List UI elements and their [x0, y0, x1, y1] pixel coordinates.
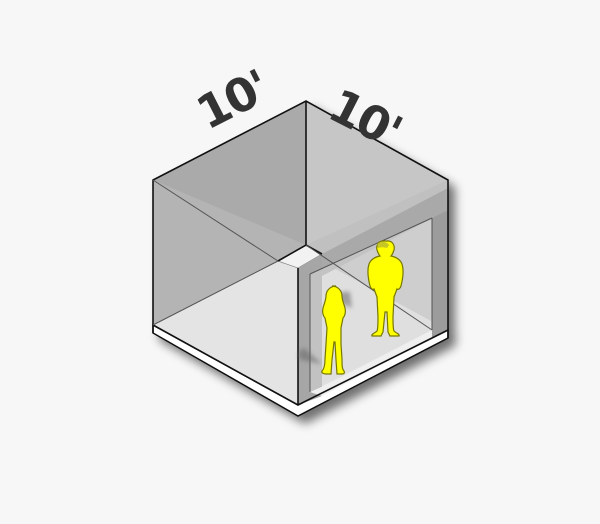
man-silhouette [367, 240, 404, 337]
door-right-post [432, 210, 448, 338]
cube-body [152, 101, 449, 417]
woman-silhouette [321, 285, 346, 375]
top-left-face [153, 101, 306, 245]
cube-outline [152, 100, 449, 406]
top-right-face [306, 101, 448, 245]
inner-edges [152, 179, 433, 392]
